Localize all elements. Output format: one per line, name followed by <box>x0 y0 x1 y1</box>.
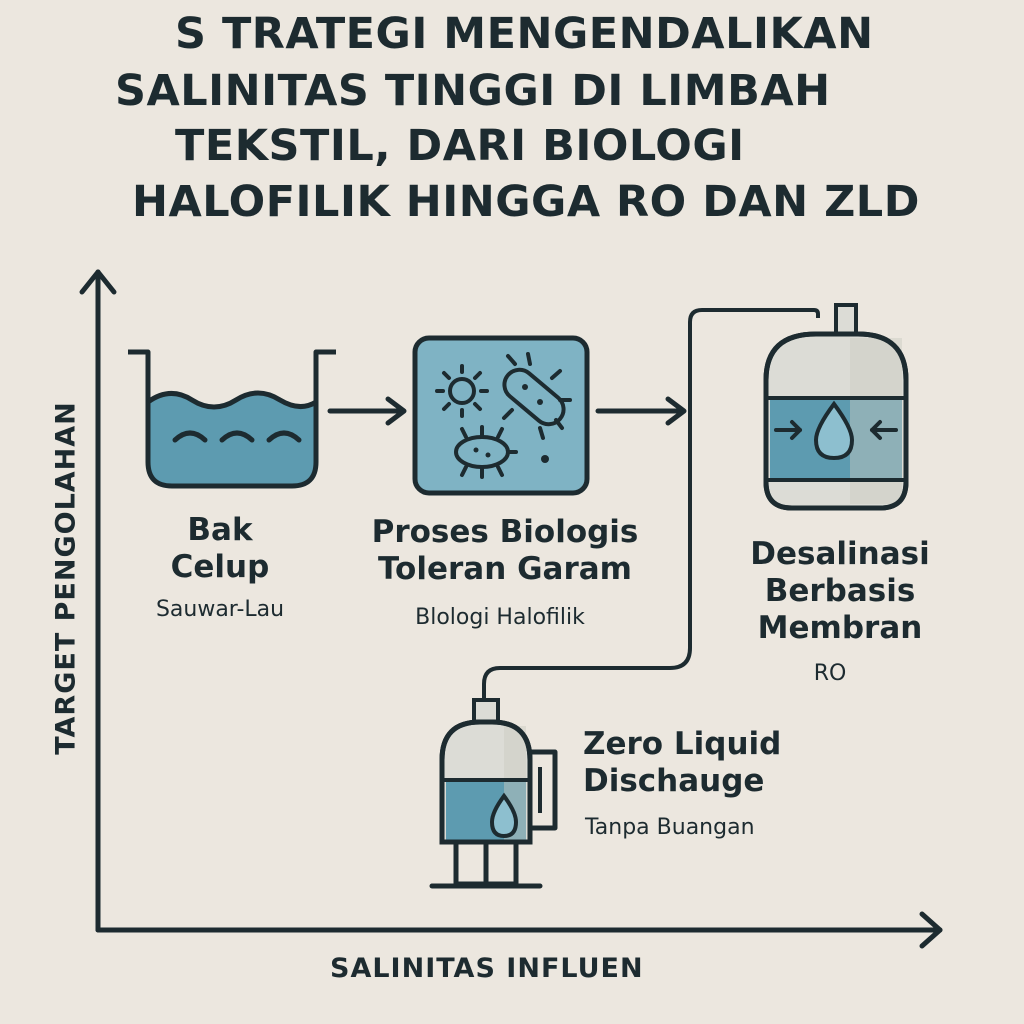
connecting-pipe <box>482 308 820 705</box>
axes <box>79 269 943 949</box>
bacteria-icon <box>412 335 590 496</box>
ro-title-line-2: Berbasis <box>764 573 916 609</box>
bio-title-line-1: Proses Biologis <box>371 514 639 550</box>
flow-arrow-2 <box>595 396 687 426</box>
ro-title-line-1: Desalinasi <box>750 536 930 572</box>
bak-title-line-2: Celup <box>170 549 270 585</box>
bak-subtitle: Sauwar-Lau <box>155 597 285 622</box>
bio-title-line-2: Toleran Garam <box>378 551 632 587</box>
title-line-4: HALOFILIK HINGGA RO DAN ZLD <box>132 177 920 227</box>
title-line-1: S TRATEGI MENGENDALIKAN <box>175 9 874 59</box>
zld-title-line-2: Dischauge <box>583 763 765 799</box>
bio-title: Proses Biologis Toleran Garam <box>355 514 655 588</box>
x-axis-arrowhead <box>919 911 943 949</box>
ro-title-line-3: Membran <box>757 610 923 646</box>
zld-title: Zero Liquid Dischauge <box>583 726 781 800</box>
bak-title: Bak Celup <box>160 512 280 586</box>
bak-title-line-1: Bak <box>187 512 253 548</box>
ro-title: Desalinasi Berbasis Membran <box>730 536 950 647</box>
bio-subtitle: Blologi Halofilik <box>415 605 585 630</box>
x-axis-label: SALINITAS INFLUEN <box>330 953 644 984</box>
title-line-3: TEKSTIL, DARI BIOLOGI <box>175 121 745 171</box>
zld-tank-icon <box>429 698 558 889</box>
diagram-title: S TRATEGI MENGENDALIKAN SALINITAS TINGGI… <box>0 0 1024 240</box>
y-axis-label: TARGET PENGOLAHAN <box>50 401 82 755</box>
zld-subtitle: Tanpa Buangan <box>585 815 755 840</box>
zld-title-line-1: Zero Liquid <box>583 726 782 762</box>
title-line-2: SALINITAS TINGGI DI LIMBAH <box>115 66 831 116</box>
membrane-vessel-icon <box>763 303 909 511</box>
flow-arrow-1 <box>327 396 407 426</box>
y-axis-arrowhead <box>79 269 117 295</box>
dye-tank-icon <box>128 349 336 489</box>
ro-subtitle: RO <box>813 661 847 686</box>
